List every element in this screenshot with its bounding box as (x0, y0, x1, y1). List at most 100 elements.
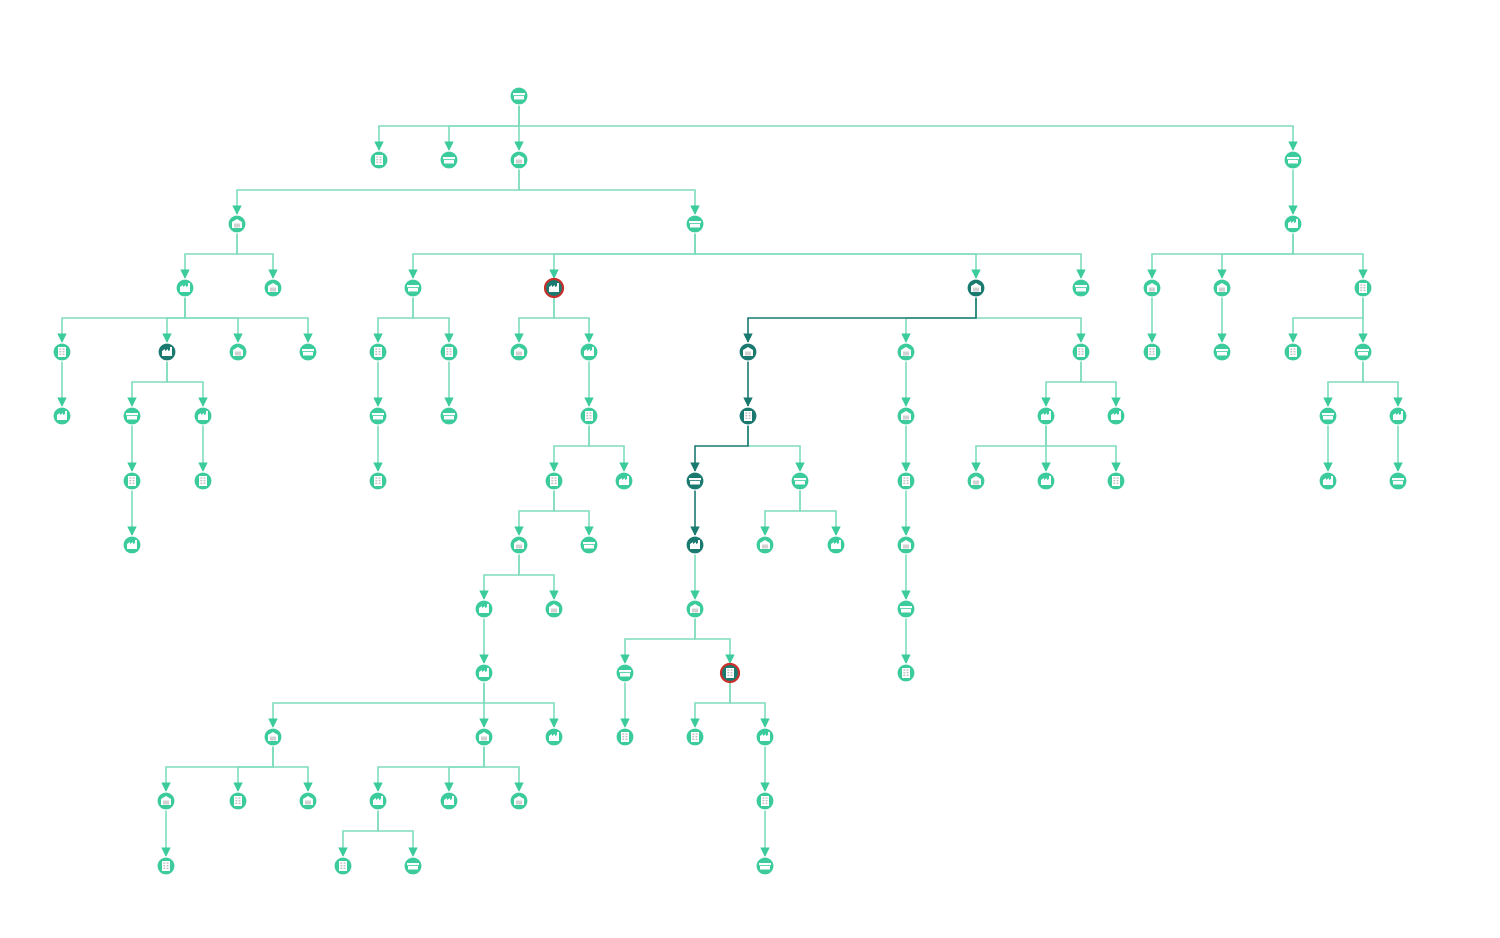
node-n9-factory[interactable] (175, 278, 195, 298)
node-n80-warehouse[interactable] (298, 791, 318, 811)
edge-n82-n85 (338, 810, 379, 857)
node-n69-office-building[interactable] (1283, 342, 1303, 362)
node-n86-store-counter[interactable] (403, 856, 423, 876)
node-n57-store-counter[interactable] (896, 599, 916, 619)
node-n53-office-building[interactable] (755, 791, 775, 811)
node-n51-office-building[interactable] (685, 727, 705, 747)
warehouse-icon (901, 540, 911, 549)
node-n23-warehouse[interactable] (966, 278, 986, 298)
warehouse-icon (268, 732, 278, 741)
node-n45-warehouse[interactable] (509, 535, 529, 555)
node-n72-factory[interactable] (1388, 406, 1408, 426)
node-n67-office-building[interactable] (1142, 342, 1162, 362)
node-n66-office-building[interactable] (1353, 278, 1373, 298)
node-n54-store-counter[interactable] (755, 856, 775, 876)
node-n3-store-counter[interactable] (439, 150, 459, 170)
node-n68-store-counter[interactable] (1212, 342, 1232, 362)
node-n36-office-building[interactable] (738, 406, 758, 426)
node-n42-warehouse[interactable] (755, 535, 775, 555)
node-n73-factory[interactable] (1318, 471, 1338, 491)
node-n74-store-counter[interactable] (1388, 471, 1408, 491)
node-n47-factory[interactable] (474, 663, 494, 683)
node-n34-office-building[interactable] (1071, 342, 1091, 362)
node-n60-factory[interactable] (1106, 406, 1126, 426)
node-n28-office-building[interactable] (439, 342, 459, 362)
node-n63-office-building[interactable] (1106, 471, 1126, 491)
node-n82-factory[interactable] (368, 791, 388, 811)
node-n35-office-building[interactable] (579, 406, 599, 426)
node-n31-factory[interactable] (579, 342, 599, 362)
node-n64-warehouse[interactable] (1142, 278, 1162, 298)
node-n55-office-building[interactable] (896, 471, 916, 491)
node-n79-office-building[interactable] (228, 791, 248, 811)
node-n52-factory[interactable] (755, 727, 775, 747)
node-n62-factory[interactable] (1036, 471, 1056, 491)
node-n25-office-building[interactable] (368, 342, 388, 362)
node-n8-factory[interactable] (1283, 214, 1303, 234)
node-n19-warehouse[interactable] (228, 342, 248, 362)
node-n22-factory[interactable] (543, 277, 565, 299)
node-n14-store-counter[interactable] (122, 406, 142, 426)
node-n50-office-building[interactable] (615, 727, 635, 747)
node-n65-warehouse[interactable] (1212, 278, 1232, 298)
node-n85-office-building[interactable] (333, 856, 353, 876)
node-n61-warehouse[interactable] (966, 471, 986, 491)
node-n81-office-building[interactable] (156, 856, 176, 876)
node-n56-warehouse[interactable] (896, 535, 916, 555)
node-n83-factory[interactable] (439, 791, 459, 811)
node-n6-warehouse[interactable] (227, 214, 247, 234)
node-n70-store-counter[interactable] (1353, 342, 1373, 362)
node-n15-office-building[interactable] (122, 471, 142, 491)
node-n5-store-counter[interactable] (1283, 150, 1303, 170)
node-n38-store-counter[interactable] (685, 471, 705, 491)
node-n18-office-building[interactable] (193, 471, 213, 491)
node-n58-office-building[interactable] (896, 663, 916, 683)
edge-n1-n3 (444, 105, 520, 151)
node-n1-store-counter[interactable] (509, 86, 529, 106)
edge-n40-n49 (694, 618, 735, 664)
node-n84-warehouse[interactable] (509, 791, 529, 811)
node-n21-store-counter[interactable] (403, 278, 423, 298)
node-n41-store-counter[interactable] (790, 471, 810, 491)
node-n24-store-counter[interactable] (1071, 278, 1091, 298)
node-n46-factory[interactable] (474, 599, 494, 619)
node-n16-factory[interactable] (122, 535, 142, 555)
node-n2-office-building[interactable] (369, 150, 389, 170)
node-n17-factory[interactable] (193, 406, 213, 426)
node-n30-warehouse[interactable] (509, 342, 529, 362)
node-n33-warehouse[interactable] (896, 342, 916, 362)
node-n26-store-counter[interactable] (368, 406, 388, 426)
node-n48-store-counter[interactable] (615, 663, 635, 683)
node-n77-factory[interactable] (544, 727, 564, 747)
node-n7-store-counter[interactable] (685, 214, 705, 234)
node-n71-store-counter[interactable] (1318, 406, 1338, 426)
node-n78-warehouse[interactable] (156, 791, 176, 811)
node-n39-factory[interactable] (685, 535, 705, 555)
node-n27-office-building[interactable] (368, 471, 388, 491)
node-n49-office-building[interactable] (719, 662, 741, 684)
node-n75-warehouse[interactable] (263, 727, 283, 747)
edge-n35-n44b (588, 425, 629, 472)
edge-n23-n34 (975, 297, 1086, 343)
node-n12-factory[interactable] (52, 406, 72, 426)
node-n44-office-building[interactable] (544, 471, 564, 491)
node-n13-factory[interactable] (157, 342, 177, 362)
node-n29-store-counter[interactable] (439, 406, 459, 426)
node-n40-warehouse[interactable] (685, 599, 705, 619)
node-n20-store-counter[interactable] (298, 342, 318, 362)
node-n45b-store-counter[interactable] (579, 535, 599, 555)
node-n4-warehouse[interactable] (509, 150, 529, 170)
edge-n59-n61 (971, 425, 1047, 472)
node-n10-warehouse[interactable] (263, 278, 283, 298)
node-n76-warehouse[interactable] (474, 727, 494, 747)
node-n44b-factory[interactable] (614, 471, 634, 491)
office-building-icon (726, 668, 734, 678)
node-n46b-warehouse[interactable] (544, 599, 564, 619)
edge-n75-n80 (272, 746, 313, 792)
node-n43-factory[interactable] (826, 535, 846, 555)
node-n11-office-building[interactable] (52, 342, 72, 362)
node-n32-warehouse[interactable] (738, 342, 758, 362)
node-n59-factory[interactable] (1036, 406, 1056, 426)
node-n37-warehouse[interactable] (896, 406, 916, 426)
office-building-icon (585, 411, 593, 421)
